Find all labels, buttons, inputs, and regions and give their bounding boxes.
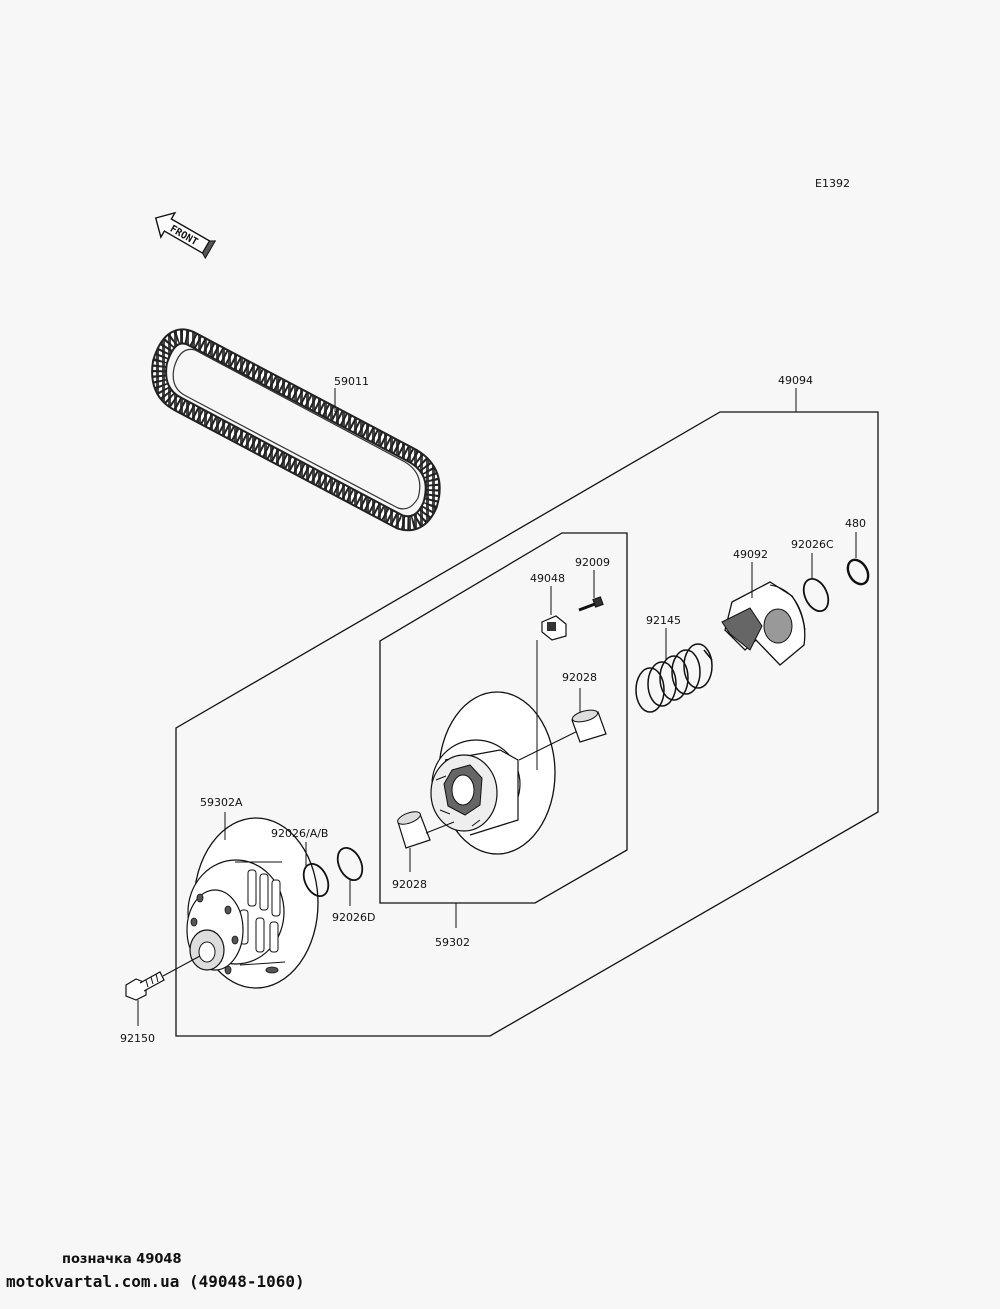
shim-d-part: [336, 847, 364, 881]
footer-line-1: позначка 49048: [62, 1252, 182, 1267]
part-label-belt: 59011: [334, 375, 369, 388]
part-label-spring: 92145: [646, 614, 681, 627]
part-label-sheave-assy: 59302: [435, 936, 470, 949]
cam-part: [721, 581, 806, 666]
part-label-circlip: 480: [845, 517, 866, 530]
shim-c-part: [802, 578, 830, 612]
fixed-sheave: [186, 817, 319, 989]
part-label-shim-d: 92026D: [332, 911, 375, 924]
footer-line-2: motokvartal.com.ua (49048-1060): [6, 1272, 305, 1291]
part-label-bushing-lower: 92028: [392, 878, 427, 891]
screw-part: [578, 596, 604, 612]
part-label-cam: 49092: [733, 548, 768, 561]
part-label-screw: 92009: [575, 556, 610, 569]
part-label-shim-c: 92026C: [791, 538, 834, 551]
front-arrow-icon: FRONT: [154, 211, 217, 260]
part-label-fixed-sheave: 59302A: [200, 796, 243, 809]
part-label-bolt: 92150: [120, 1032, 155, 1045]
part-label-slider: 49048: [530, 572, 565, 585]
movable-sheave: [430, 691, 556, 855]
bolt-part: [125, 971, 165, 1001]
drive-belt: [151, 328, 441, 532]
diagram-code: E1392: [815, 177, 850, 190]
part-label-shims-ab: 92026/A/B: [271, 827, 328, 840]
circlip-part: [846, 558, 870, 586]
bushing-upper: [571, 709, 607, 743]
slider-part: [541, 615, 567, 641]
part-label-bushing-upper: 92028: [562, 671, 597, 684]
bushing-lower: [397, 811, 431, 849]
part-label-assembly: 49094: [778, 374, 813, 387]
assembly-outline: [175, 411, 879, 1037]
shim-ab-part: [302, 863, 330, 897]
sheave-assy-outline: [379, 532, 628, 904]
spring-part: [635, 643, 713, 713]
